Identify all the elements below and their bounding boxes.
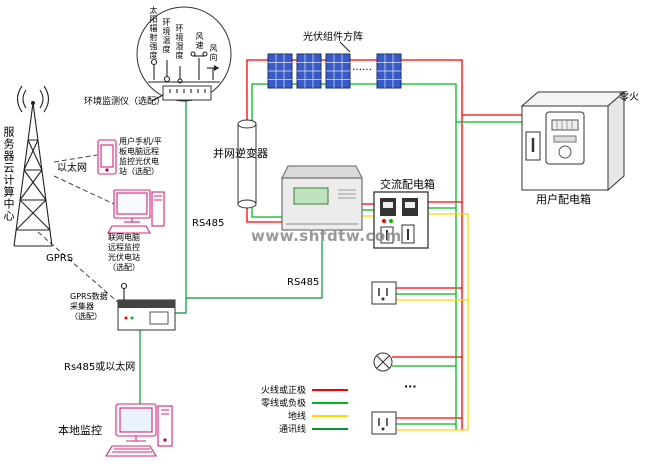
- pv-panel: [376, 53, 402, 89]
- socket-icon: [371, 411, 397, 435]
- gprs-collector-device: [117, 282, 176, 331]
- pv-panel-array: [267, 41, 402, 89]
- legend-label-neutral: 零线或负极: [260, 399, 306, 409]
- panel-dots: ……: [352, 62, 372, 73]
- legend: 火线或正极 零线或负极 地线 通讯线: [244, 383, 348, 435]
- wires-ground: [362, 213, 469, 431]
- sensor-label-radiation: 太阳辐射强度: [149, 6, 158, 60]
- remote-computer-icon: [107, 189, 165, 234]
- sensor-icons: [148, 51, 220, 84]
- ethernet-label: 以太网: [57, 163, 87, 174]
- phone-monitor-label: 用户手机/平 板电脑远程 监控光伏电 站（选配）: [119, 137, 162, 176]
- ac-box-label: 交流配电箱: [380, 178, 435, 191]
- ac-distribution-box: [373, 191, 429, 249]
- pv-panel: [267, 53, 293, 89]
- legend-line-2: [312, 414, 348, 417]
- legend-line-0: [312, 388, 348, 391]
- phone-icon: [97, 139, 117, 175]
- sensor-label-humidity: 环境湿度: [175, 24, 184, 60]
- pv-panel: [296, 53, 322, 89]
- local-computer-icon: [105, 403, 173, 457]
- sensor-label-wind-direction: 风向: [209, 44, 218, 62]
- env-datalogger: [151, 85, 212, 102]
- inverter-label: 并网逆变器: [213, 147, 268, 160]
- breaker-icon: [525, 131, 541, 161]
- inverter-device: [281, 165, 363, 231]
- legend-line-3: [312, 427, 348, 430]
- pv-array-label: 光伏组件方阵: [303, 32, 363, 43]
- pc-monitor-label: 联网电脑 远程监控 光伏电站 （选配）: [108, 233, 140, 272]
- wires-neutral: [251, 83, 616, 430]
- legend-line-1: [312, 401, 348, 404]
- rs485-label-a: RS485: [192, 218, 225, 229]
- rs485-ethernet-label: Rs485或以太网: [64, 362, 136, 373]
- legend-label-live: 火线或正极: [260, 386, 306, 396]
- kwh-meter: [545, 111, 585, 165]
- gprs-collector-label: GPRS数据 采集器 （选配）: [70, 292, 108, 321]
- env-monitor-label: 环境监测仪（选配）: [84, 97, 166, 107]
- user-distribution-box: [520, 90, 626, 192]
- legend-row: 地线: [244, 409, 348, 422]
- local-monitor-label: 本地监控: [58, 424, 102, 437]
- radio-tower-icon: [13, 85, 53, 247]
- user-box-label: 用户配电箱: [536, 193, 591, 206]
- legend-row: 火线或正极: [244, 383, 348, 396]
- zero-fire-label: 零火: [619, 92, 639, 103]
- legend-row: 零线或负极: [244, 396, 348, 409]
- lamp-icon: [373, 352, 393, 372]
- inverter-display: [293, 187, 329, 205]
- sensor-label-wind-speed: 风速: [195, 32, 204, 50]
- gprs-label: GPRS: [46, 253, 74, 264]
- rs485-label-b: RS485: [287, 277, 320, 288]
- pv-panel: [325, 53, 351, 89]
- legend-row: 通讯线: [244, 422, 348, 435]
- watermark: www.shfdtw.com: [251, 227, 402, 245]
- load-dots: ···: [404, 380, 417, 393]
- legend-label-ground: 地线: [287, 412, 306, 422]
- legend-label-comm: 通讯线: [278, 425, 306, 435]
- environment-circle: [136, 6, 232, 102]
- dc-arrester-cylinder: [237, 119, 257, 209]
- socket-icon: [371, 281, 397, 305]
- server-center-label: 服务器云计算中心: [2, 126, 15, 222]
- wires-comm: [139, 100, 323, 404]
- sensor-label-temperature: 环境温度: [162, 18, 171, 54]
